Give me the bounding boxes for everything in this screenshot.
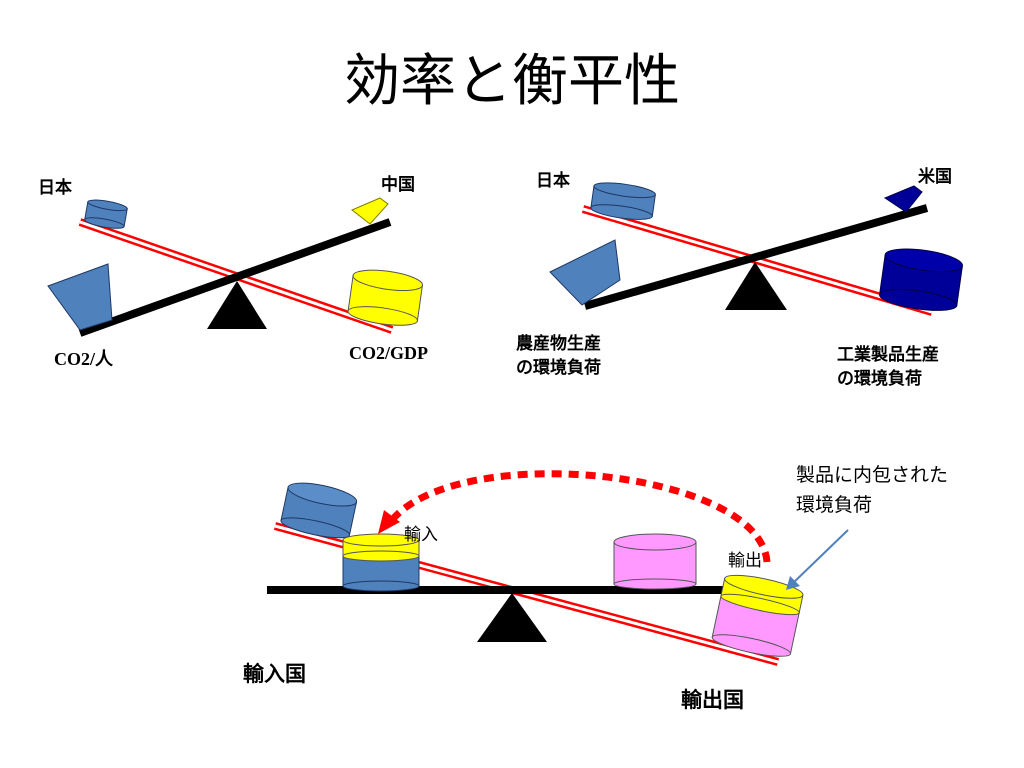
japan-cone-2	[549, 239, 621, 306]
panel-japan-usa	[549, 182, 963, 316]
label-agri-load: 農産物生産 の環境負荷	[516, 332, 601, 380]
panel-japan-china	[47, 197, 423, 337]
usa-cone-small	[883, 185, 923, 213]
fulcrum-triangle-3	[477, 593, 547, 642]
label-import-arrow: 輸入	[404, 525, 438, 545]
label-embodied-load-line1: 製品に内包された	[796, 464, 949, 486]
label-embodied-load: 製品に内包された 環境負荷	[796, 460, 948, 520]
label-japan-2: 日本	[536, 171, 570, 191]
page-title: 効率と衡平性	[344, 49, 680, 114]
exporter-tilted-stacked-cylinder	[711, 574, 804, 657]
china-cone-small	[351, 197, 389, 225]
panel-trade	[267, 470, 849, 666]
label-agri-load-line2: の環境負荷	[516, 358, 601, 378]
label-export-arrow: 輸出	[728, 551, 762, 571]
label-industry-load-line1: 工業製品生産	[837, 345, 939, 365]
label-co2-per-person: CO2/人	[54, 349, 114, 369]
label-japan-1: 日本	[38, 178, 72, 198]
fulcrum-triangle	[207, 281, 267, 329]
trade-flow-arrow	[378, 470, 771, 563]
black-beam	[78, 218, 392, 337]
japan-cylinder-small	[84, 199, 128, 229]
black-beam-2	[583, 204, 929, 310]
label-importing-country: 輸入国	[243, 662, 306, 686]
label-industry-load: 工業製品生産 の環境負荷	[837, 343, 939, 391]
label-industry-load-line2: の環境負荷	[837, 369, 922, 389]
label-embodied-load-line2: 環境負荷	[796, 494, 873, 516]
note-pointer-arrow	[786, 529, 849, 590]
japan-cylinder-2	[590, 182, 656, 220]
importer-stacked-cylinder	[342, 533, 420, 592]
usa-cylinder-large	[879, 248, 963, 311]
china-cylinder-large	[347, 269, 423, 326]
japan-cone-large	[47, 263, 113, 331]
label-agri-load-line1: 農産物生産	[516, 334, 601, 354]
label-usa: 米国	[918, 167, 952, 187]
label-co2-per-gdp: CO2/GDP	[349, 343, 428, 363]
label-china: 中国	[381, 175, 415, 195]
exporter-pink-cylinder	[613, 533, 697, 590]
label-exporting-country: 輸出国	[681, 688, 744, 712]
fulcrum-triangle-2	[725, 262, 787, 310]
importer-cylinder-tilted	[280, 482, 358, 539]
